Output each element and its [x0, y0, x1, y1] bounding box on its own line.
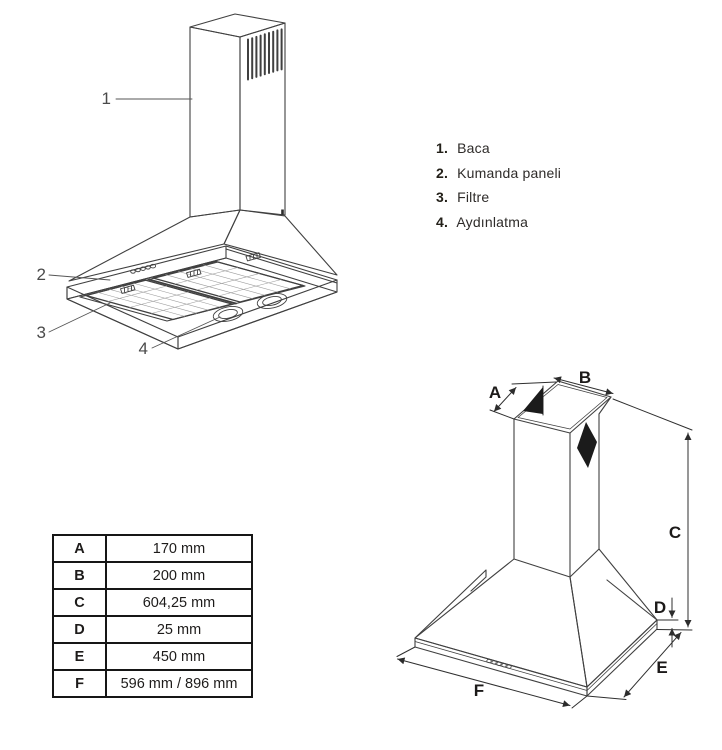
chimney-duct	[513, 380, 612, 578]
legend-item: 1. Baca	[436, 136, 561, 161]
callout-leaders	[48, 98, 221, 349]
filter-clips	[120, 252, 261, 294]
legend-item-number: 1.	[436, 140, 449, 156]
dim-value-cell: 25 mm	[105, 615, 253, 644]
vent-opening-icon	[577, 422, 597, 468]
callout-number-3: 3	[37, 323, 46, 342]
base-rim	[414, 619, 658, 697]
dim-value-cell: 170 mm	[105, 534, 253, 563]
figure-dimensions-diagram: A B C D E F	[396, 368, 693, 709]
dim-key-cell: A	[52, 534, 107, 563]
dim-value-cell: 450 mm	[105, 642, 253, 671]
vent-slats-icon	[247, 28, 283, 81]
filter-mesh	[97, 264, 291, 317]
dim-key-cell: D	[52, 615, 107, 644]
filter-frame	[79, 260, 306, 322]
dim-line-A	[489, 381, 557, 420]
dim-label-C: C	[669, 523, 681, 542]
callout-number-1: 1	[102, 89, 111, 108]
control-buttons	[130, 263, 157, 274]
base-rim	[66, 245, 338, 350]
dim-label-D: D	[654, 598, 666, 617]
dim-line-B	[553, 376, 614, 396]
callout-line-3	[48, 302, 111, 333]
dim-line-E	[586, 632, 682, 700]
dim-label-E: E	[656, 658, 667, 677]
dim-value-cell: 596 mm / 896 mm	[105, 669, 253, 698]
filter-panel-left	[85, 279, 233, 321]
dim-key-cell: E	[52, 642, 107, 671]
dim-value-cell: 604,25 mm	[105, 588, 253, 617]
lamp-icon	[212, 306, 244, 322]
dim-key-cell: F	[52, 669, 107, 698]
canopy	[414, 548, 658, 688]
legend-item-number: 4.	[436, 213, 449, 230]
chimney-duct	[189, 13, 286, 218]
legend-item-number: 3.	[436, 189, 449, 205]
figure-hood-parts-diagram: 1 2 3 4	[37, 13, 338, 358]
dim-line-C	[612, 398, 693, 631]
legend-item-label: Aydınlatma	[456, 213, 529, 230]
dim-key-cell: C	[52, 588, 107, 617]
dim-value-cell: 200 mm	[105, 561, 253, 590]
legend-item-label: Baca	[457, 140, 490, 156]
dim-label-F: F	[474, 681, 484, 700]
callout-line-2	[48, 274, 111, 281]
filter-panel-right	[152, 260, 304, 303]
dim-label-B: B	[579, 368, 591, 387]
legend-item-label: Kumanda paneli	[457, 164, 562, 181]
chimney-screw-dot	[281, 209, 284, 215]
callout-line-4	[151, 316, 221, 349]
legend-item: 2. Kumanda paneli	[436, 161, 561, 186]
lamp-icon	[256, 293, 288, 309]
canopy	[68, 209, 338, 282]
dim-label-A: A	[489, 383, 501, 402]
legend-item-number: 2.	[436, 164, 449, 181]
callout-number-4: 4	[139, 339, 148, 358]
dim-line-F	[396, 646, 588, 709]
lamps	[212, 293, 288, 322]
legend-item-label: Filtre	[457, 189, 490, 205]
callout-number-2: 2	[37, 265, 46, 284]
parts-legend: 1. Baca 2. Kumanda paneli 3. Filtre 4. A…	[436, 136, 561, 234]
legend-item: 3. Filtre	[436, 185, 561, 210]
dim-key-cell: B	[52, 561, 107, 590]
vent-opening-icon	[523, 387, 543, 414]
legend-item: 4. Aydınlatma	[436, 210, 561, 235]
